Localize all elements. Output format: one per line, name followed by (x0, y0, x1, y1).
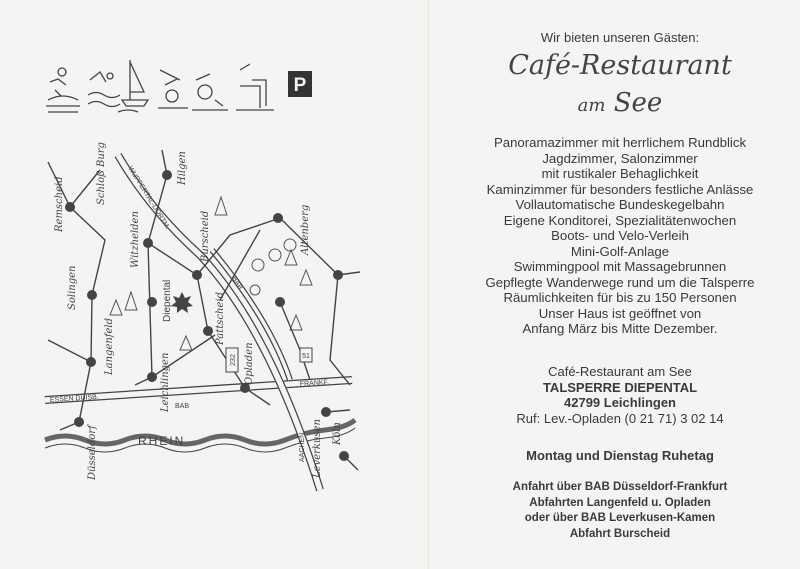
restaurant-title: Café-Restaurant (508, 50, 732, 81)
activity-icons (46, 60, 274, 113)
features-list: Panoramazimmer mit herrlichem Rundblick … (440, 135, 800, 337)
direction-line: oder über BAB Leverkusen-Kamen (524, 512, 716, 524)
address-line1: TALSPERRE DIEPENTAL (542, 379, 698, 395)
route-map: P 51 232 Remscheid Schloß Burg Solingen … (44, 60, 361, 492)
place-label: Diepental (162, 280, 173, 322)
river-rhine (44, 417, 357, 447)
diepental-star-marker (171, 292, 193, 313)
feature-item: Kaminzimmer für besonders festliche Anlä… (486, 181, 754, 197)
address-name: Café-Restaurant am See (548, 364, 692, 379)
page-fold (428, 0, 429, 569)
feature-item: Panoramazimmer mit herrlichem Rundblick (493, 135, 747, 150)
feature-item: mit rustikaler Behaglichkeit (541, 166, 699, 181)
direction-line: Anfahrt über BAB Düsseldorf-Frankfurt (512, 481, 728, 493)
sailing-icon (117, 60, 150, 113)
route-232-shield (225, 347, 239, 373)
place-label: Leichlingen (160, 353, 171, 413)
feature-item: Gepflegte Wanderwege rund um die Talsper… (485, 274, 755, 290)
tree-symbols (109, 195, 313, 351)
feature-item: Eigene Konditorei, Spezialitätenwochen (503, 212, 737, 228)
place-label: Burscheid (200, 211, 211, 263)
route-232-label: 232 (230, 354, 237, 366)
place-label: Pattscheid (215, 292, 226, 346)
rest-days: Montag und Dienstag Ruhetag (526, 448, 714, 463)
restaurant-subtitle: am See (577, 88, 663, 118)
feature-item: Vollautomatische Bundeskegelbahn (515, 197, 725, 212)
town-dots (65, 170, 349, 461)
place-label: Leverkusen (312, 419, 323, 479)
place-label: Solingen (67, 266, 78, 310)
feature-item: Räumlichkeiten für bis zu 150 Personen (503, 290, 737, 305)
parking-icon (288, 71, 312, 97)
road-label: FRANKF. (300, 379, 330, 388)
road-label: BAB (175, 403, 189, 410)
direction-line: Abfahrt Burscheid (569, 527, 671, 540)
map-lines (44, 149, 361, 492)
place-label: Altenberg (300, 205, 311, 256)
place-label: Düsseldorf (87, 423, 98, 481)
feature-item: Unser Haus ist geöffnet von (538, 305, 702, 321)
place-label: Schloß Burg (96, 142, 107, 205)
bowling-icon (158, 69, 188, 109)
place-label: Hilgen (177, 151, 188, 186)
road-label: ESSEN DUISB. (50, 394, 99, 404)
road-label: AACHEN (299, 433, 306, 462)
place-label: Köln (332, 422, 343, 446)
playground-icon (192, 73, 228, 111)
hiking-icon (46, 67, 80, 113)
feature-item: Mini-Golf-Anlage (570, 243, 670, 259)
directions: Anfahrt über BAB Düsseldorf-Frankfurt Ab… (440, 480, 800, 542)
river-label: RHEIN (138, 434, 185, 448)
place-label: Langenfeld (104, 318, 115, 376)
feature-item: Anfang März bis Mitte Dezember. (522, 321, 718, 336)
swimming-icon (87, 71, 121, 108)
sun-icon (236, 63, 274, 111)
map-labels: Remscheid Schloß Burg Solingen Langenfel… (50, 142, 343, 481)
place-label: Opladen (244, 342, 255, 385)
feature-item: Boots- und Velo-Verleih (551, 228, 689, 243)
parking-label: P (294, 75, 307, 96)
place-label: Remscheid (54, 176, 65, 233)
feature-item: Jagdzimmer, Salonzimmer (542, 150, 698, 166)
address-block: Café-Restaurant am See TALSPERRE DIEPENT… (440, 364, 800, 426)
phone-number: Ruf: Lev.-Opladen (0 21 71) 3 02 14 (516, 410, 724, 426)
feature-item: Swimmingpool mit Massagebrunnen (513, 259, 727, 274)
place-label: Witzhelden (130, 211, 141, 268)
direction-line: Abfahrten Langenfeld u. Opladen (529, 496, 711, 509)
route-51-label: 51 (302, 353, 310, 360)
intro-text: Wir bieten unseren Gästen: (540, 30, 700, 45)
address-line2: 42799 Leichlingen (564, 395, 676, 410)
route-51-shield (299, 347, 313, 363)
